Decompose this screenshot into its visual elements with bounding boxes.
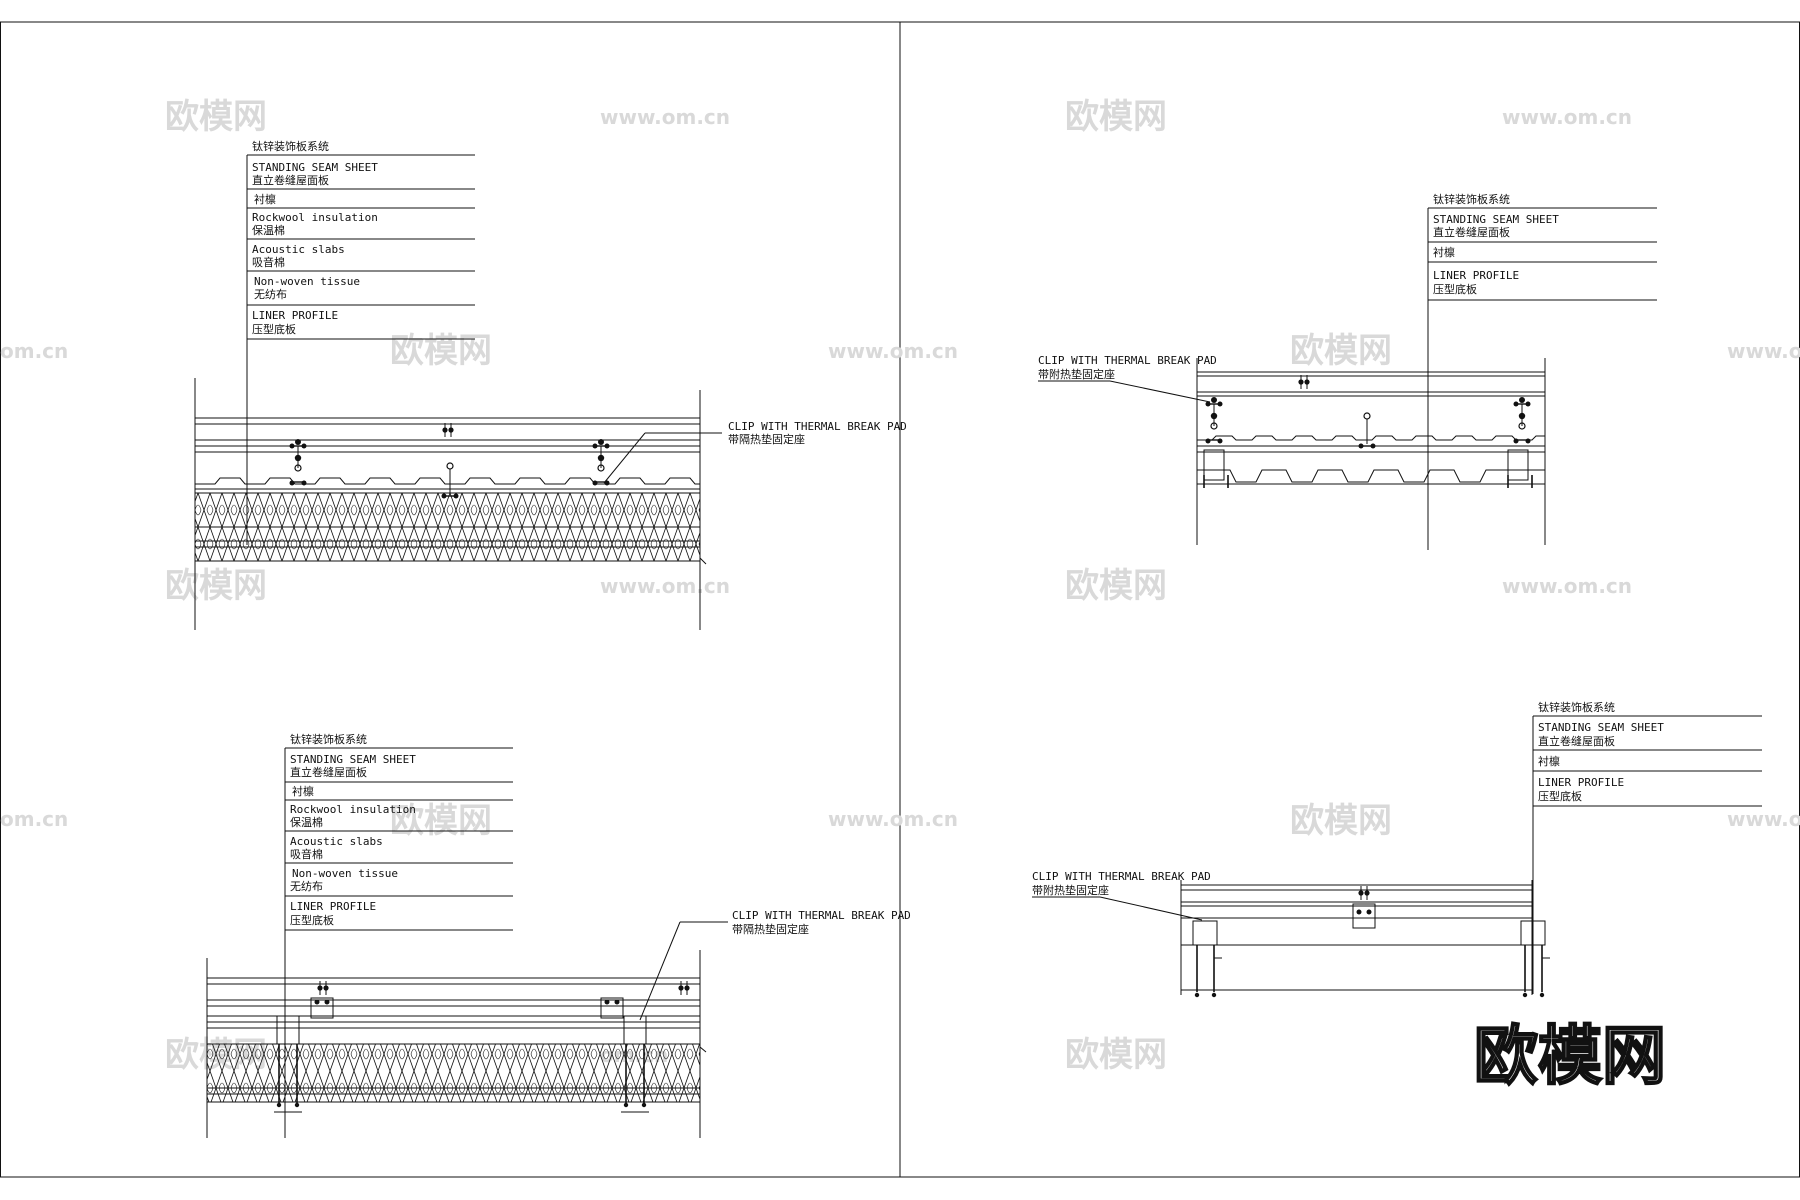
detail-2-layer-callout: 钛锌装饰板系统 STANDING SEAM SHEET 直立卷缝屋面板 衬檩 L…	[1427, 192, 1657, 550]
layer-label-cn: 直立卷缝屋面板	[1538, 734, 1615, 748]
watermark-logo: 欧模网	[1065, 566, 1167, 606]
layer-label-en: STANDING SEAM SHEET	[1433, 213, 1559, 226]
watermark-url: www.om.cn	[600, 574, 730, 598]
detail-2-section: 钛锌装饰板系统 STANDING SEAM SHEET 直立卷缝屋面板 衬檩 L…	[1038, 192, 1657, 550]
clip-label-en: CLIP WITH THERMAL BREAK PAD	[1032, 870, 1211, 883]
layer-label-cn: 压型底板	[290, 913, 334, 927]
clip-label-en: CLIP WITH THERMAL BREAK PAD	[1038, 354, 1217, 367]
layer-label-en: STANDING SEAM SHEET	[1538, 721, 1664, 734]
clip-label-cn: 带附热垫固定座	[1032, 883, 1109, 897]
detail-1-section: 钛锌装饰板系统 STANDING SEAM SHEET 直立卷缝屋面板 衬檩 R…	[194, 139, 907, 630]
watermark-logo: 欧模网	[165, 566, 267, 606]
watermark-url: www.om.cn	[1727, 807, 1800, 831]
watermark-logo: 欧模网	[390, 801, 492, 841]
layer-label-en: LINER PROFILE	[290, 900, 376, 913]
watermark-logo: 欧模网	[390, 331, 492, 371]
watermark-layer: 欧模网 www.om.cn 欧模网 www.om.cn om.cn 欧模网 ww…	[0, 97, 1800, 1075]
layer-label-cn: 保温棉	[290, 815, 323, 829]
clip-label-cn: 带隔热垫固定座	[732, 922, 809, 936]
detail-4-clip-callout: CLIP WITH THERMAL BREAK PAD 带附热垫固定座	[1032, 870, 1211, 921]
layer-label-cn: 吸音棉	[252, 255, 285, 269]
layer-label-cn: 直立卷缝屋面板	[290, 765, 367, 779]
system-title: 钛锌装饰板系统	[290, 732, 367, 746]
layer-label-en: LINER PROFILE	[252, 309, 338, 322]
watermark-logo: 欧模网	[165, 97, 267, 137]
detail-3-roof-section	[206, 950, 707, 1138]
watermark-url: www.om.cn	[1502, 574, 1632, 598]
watermark-url: om.cn	[0, 807, 68, 831]
layer-label-cn: 衬檩	[292, 784, 314, 798]
layer-label-cn: 压型底板	[1538, 789, 1582, 803]
layer-label-cn: 衬檩	[254, 192, 276, 206]
layer-label-cn: 直立卷缝屋面板	[1433, 225, 1510, 239]
layer-label-cn: 衬檩	[1433, 245, 1455, 259]
detail-3-clip-callout: CLIP WITH THERMAL BREAK PAD 带隔热垫固定座	[639, 909, 911, 1021]
layer-label-cn: 压型底板	[252, 322, 296, 336]
detail-4-layer-callout: 钛锌装饰板系统 STANDING SEAM SHEET 直立卷缝屋面板 衬檩 L…	[1532, 700, 1762, 994]
layer-label-en: Acoustic slabs	[252, 243, 345, 256]
system-title: 钛锌装饰板系统	[1433, 192, 1510, 206]
clip-label-cn: 带附热垫固定座	[1038, 367, 1115, 381]
detail-1-layer-callout: 钛锌装饰板系统 STANDING SEAM SHEET 直立卷缝屋面板 衬檩 R…	[246, 139, 475, 545]
layer-label-en: LINER PROFILE	[1433, 269, 1519, 282]
system-title: 钛锌装饰板系统	[252, 139, 329, 153]
layer-label-en: Acoustic slabs	[290, 835, 383, 848]
layer-label-cn: 无纺布	[290, 879, 323, 893]
detail-3-section: 钛锌装饰板系统 STANDING SEAM SHEET 直立卷缝屋面板 衬檩 R…	[206, 732, 911, 1138]
watermark-url: www.om.cn	[828, 807, 958, 831]
layer-label-en: Non-woven tissue	[254, 275, 360, 288]
layer-label-cn: 无纺布	[254, 287, 287, 301]
detail-4-section: 钛锌装饰板系统 STANDING SEAM SHEET 直立卷缝屋面板 衬檩 L…	[1032, 700, 1762, 998]
watermark-url: www.om.cn	[1727, 339, 1800, 363]
system-title: 钛锌装饰板系统	[1538, 700, 1615, 714]
watermark-logo: 欧模网	[1290, 801, 1392, 841]
layer-label-cn: 直立卷缝屋面板	[252, 173, 329, 187]
clip-label-en: CLIP WITH THERMAL BREAK PAD	[732, 909, 911, 922]
layer-label-en: Non-woven tissue	[292, 867, 398, 880]
brand-watermark: 欧模网	[1474, 1020, 1666, 1094]
detail-2-roof-section	[1196, 358, 1546, 545]
watermark-logo: 欧模网	[1290, 331, 1392, 371]
watermark-url: www.om.cn	[1502, 105, 1632, 129]
layer-label-en: STANDING SEAM SHEET	[290, 753, 416, 766]
watermark-url: www.om.cn	[600, 105, 730, 129]
layer-label-cn: 吸音棉	[290, 847, 323, 861]
clip-label-cn: 带隔热垫固定座	[728, 432, 805, 446]
layer-label-cn: 压型底板	[1433, 282, 1477, 296]
watermark-url: www.om.cn	[828, 339, 958, 363]
detail-1-clip-callout: CLIP WITH THERMAL BREAK PAD 带隔热垫固定座	[603, 420, 907, 484]
layer-label-en: Rockwool insulation	[252, 211, 378, 224]
layer-label-cn: 衬檩	[1538, 754, 1560, 768]
detail-2-clip-callout: CLIP WITH THERMAL BREAK PAD 带附热垫固定座	[1038, 354, 1217, 403]
layer-label-en: LINER PROFILE	[1538, 776, 1624, 789]
detail-4-roof-section	[1180, 880, 1550, 998]
watermark-url: om.cn	[0, 339, 68, 363]
detail-1-roof-section	[194, 378, 707, 630]
layer-label-en: Rockwool insulation	[290, 803, 416, 816]
clip-label-en: CLIP WITH THERMAL BREAK PAD	[728, 420, 907, 433]
watermark-logo: 欧模网	[1065, 97, 1167, 137]
watermark-logo: 欧模网	[1065, 1035, 1167, 1075]
layer-label-cn: 保温棉	[252, 223, 285, 237]
layer-label-en: STANDING SEAM SHEET	[252, 161, 378, 174]
